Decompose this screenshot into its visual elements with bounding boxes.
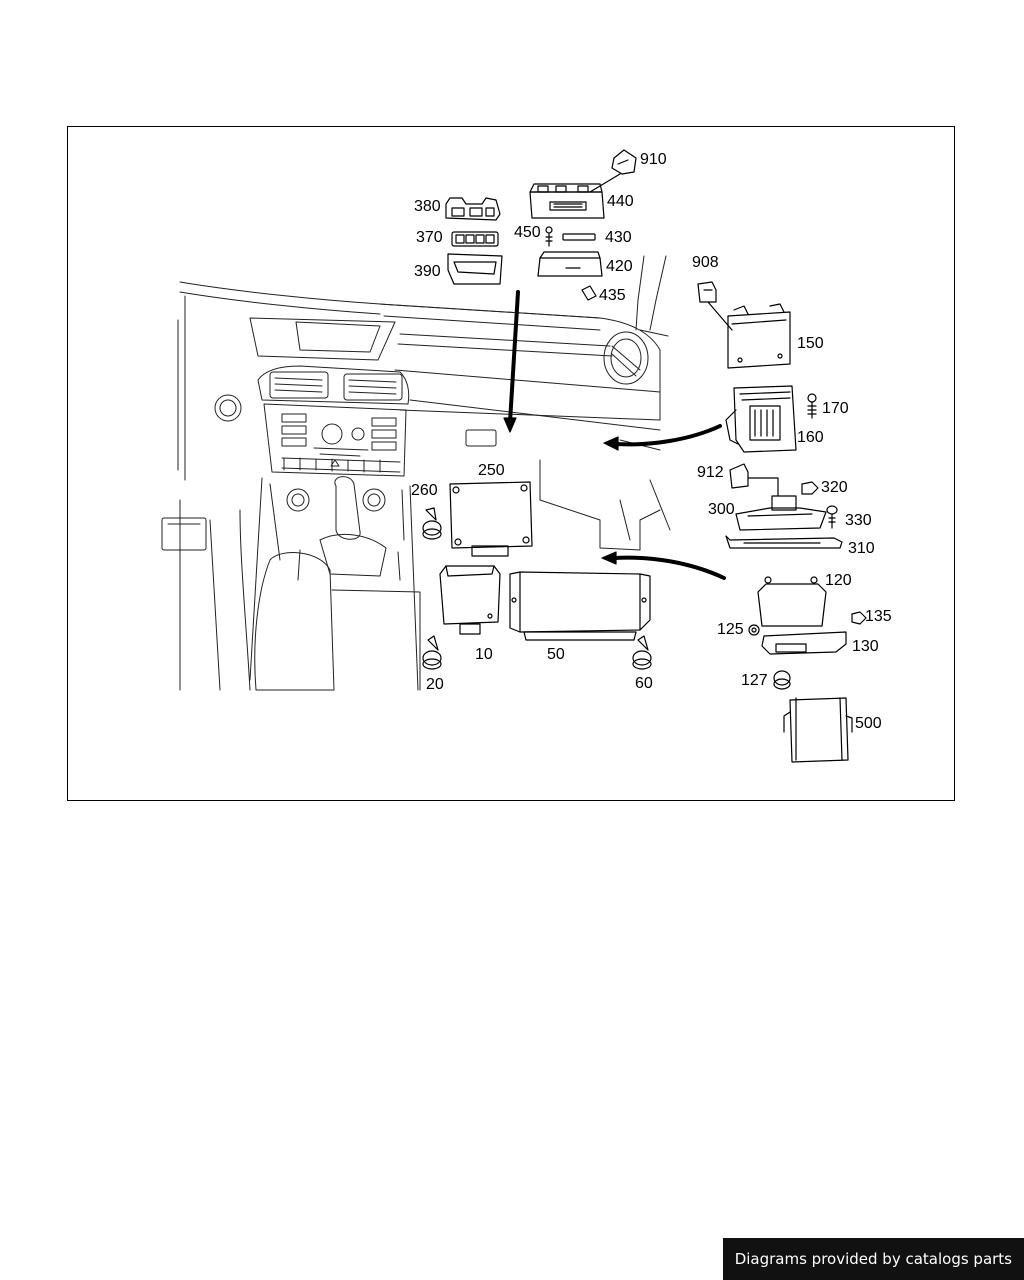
part-370-switch-block — [451, 231, 499, 247]
callout-910: 910 — [640, 151, 667, 168]
callout-310: 310 — [848, 540, 875, 557]
callout-135: 135 — [865, 608, 892, 625]
part-260-bolt — [422, 507, 442, 540]
part-908-connector — [697, 281, 733, 331]
dashboard-illustration — [161, 255, 671, 691]
part-430-strip — [562, 233, 596, 241]
callout-912: 912 — [697, 464, 724, 481]
part-130-bracket — [761, 631, 847, 655]
callout-300: 300 — [708, 501, 735, 518]
callout-430: 430 — [605, 229, 632, 246]
callout-320: 320 — [821, 479, 848, 496]
callout-160: 160 — [797, 429, 824, 446]
callout-370: 370 — [416, 229, 443, 246]
part-310-mounting-rail — [725, 535, 843, 549]
part-500-housing — [783, 697, 853, 763]
callout-130: 130 — [852, 638, 879, 655]
callout-440: 440 — [607, 193, 634, 210]
callout-20: 20 — [426, 676, 444, 693]
callout-420: 420 — [606, 258, 633, 275]
part-440-control-panel — [529, 183, 605, 219]
callout-250: 250 — [478, 462, 505, 479]
part-450-screw — [545, 226, 553, 247]
attribution-text: Diagrams provided by catalogs parts — [734, 1250, 1012, 1268]
part-160-relay-box — [725, 385, 797, 453]
part-125-washer — [748, 624, 760, 636]
part-420-module — [537, 251, 603, 277]
part-170-bolt — [807, 393, 817, 419]
part-380-switch-bracket — [445, 197, 501, 221]
callout-60: 60 — [635, 675, 653, 692]
callout-908: 908 — [692, 254, 719, 271]
diagram-frame — [67, 126, 955, 801]
callout-127: 127 — [741, 672, 768, 689]
callout-50: 50 — [547, 646, 565, 663]
part-20-bolt — [422, 635, 442, 670]
callout-380: 380 — [414, 198, 441, 215]
part-300-module-bracket — [735, 495, 827, 531]
part-135-nut — [851, 611, 867, 625]
part-250-control-unit — [449, 481, 533, 557]
callout-435: 435 — [599, 287, 626, 304]
part-60-bolt — [632, 635, 652, 670]
part-10-control-unit — [439, 565, 501, 635]
callout-125: 125 — [717, 621, 744, 638]
part-330-bolt — [826, 505, 838, 529]
part-912-connector — [729, 463, 779, 497]
callout-120: 120 — [825, 572, 852, 589]
attribution-badge: Diagrams provided by catalogs parts — [722, 1238, 1024, 1280]
part-150-control-module — [727, 303, 791, 369]
callout-150: 150 — [797, 335, 824, 352]
part-127-bolt — [773, 670, 791, 690]
callout-10: 10 — [475, 646, 493, 663]
part-50-large-module — [509, 571, 651, 641]
part-910-tag — [589, 149, 637, 193]
callout-390: 390 — [414, 263, 441, 280]
part-120-module — [757, 576, 827, 627]
callout-500: 500 — [855, 715, 882, 732]
part-435-clip — [581, 285, 597, 301]
part-390-trim-bezel — [447, 253, 503, 285]
part-320-nut — [801, 481, 819, 495]
callout-450: 450 — [514, 224, 541, 241]
pointer-arrows — [503, 290, 726, 580]
callout-260: 260 — [411, 482, 438, 499]
callout-330: 330 — [845, 512, 872, 529]
callout-170: 170 — [822, 400, 849, 417]
